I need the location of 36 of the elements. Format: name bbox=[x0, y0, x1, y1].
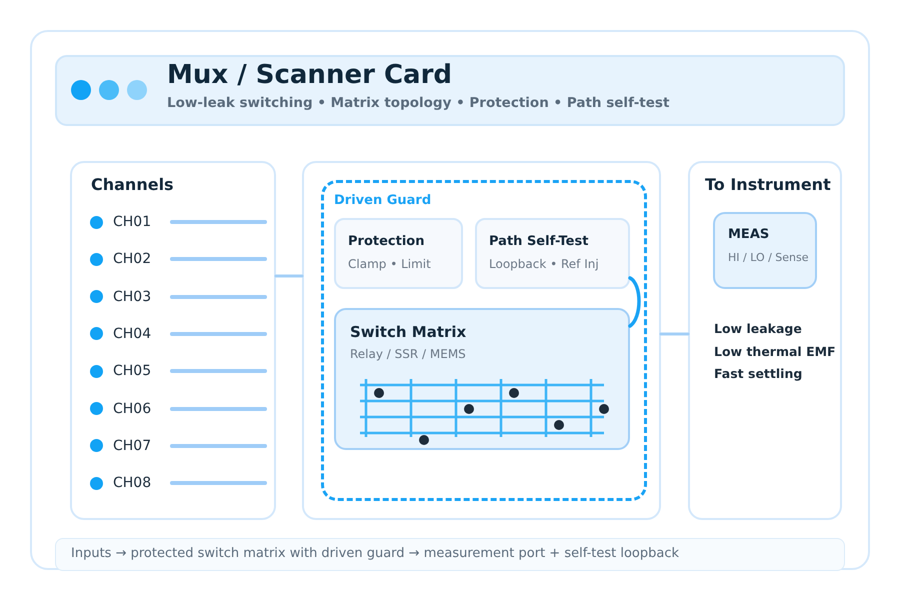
node-subtitle: Loopback • Ref Inj bbox=[489, 256, 599, 271]
info-card bbox=[475, 218, 630, 289]
info-card bbox=[334, 218, 463, 289]
channel-label: CH07 bbox=[113, 438, 152, 454]
channel-label: CH06 bbox=[113, 400, 152, 416]
node-subtitle: Clamp • Limit bbox=[348, 256, 431, 271]
node-subtitle: HI / LO / Sense bbox=[728, 250, 809, 264]
feature-text: Low leakage bbox=[714, 321, 802, 336]
subtitle: Low-leak switching • Matrix topology • Protection • Path self-test bbox=[167, 95, 670, 112]
loopback-arc bbox=[628, 276, 641, 328]
node-title: Channels bbox=[91, 175, 174, 194]
channel-label: CH03 bbox=[113, 288, 152, 305]
node-subtitle: Relay / SSR / MEMS bbox=[350, 347, 466, 362]
feature-text: Fast settling bbox=[714, 366, 802, 381]
channel-label: CH05 bbox=[113, 363, 152, 380]
node-title: Protection bbox=[348, 234, 424, 250]
node-title: Path Self-Test bbox=[489, 234, 588, 250]
node-title: Switch Matrix bbox=[350, 323, 466, 341]
port-card bbox=[713, 212, 817, 289]
channel-label: CH01 bbox=[113, 214, 152, 230]
channel-label: CH04 bbox=[113, 326, 152, 342]
node-title: To Instrument bbox=[705, 175, 831, 194]
input-panel bbox=[70, 161, 276, 520]
connector-line bbox=[274, 274, 304, 278]
switch-matrix-card bbox=[334, 308, 630, 450]
channel-label: CH08 bbox=[113, 475, 152, 492]
title: Mux / Scanner Card bbox=[167, 60, 452, 92]
connector-line bbox=[660, 332, 690, 336]
feature-text: Low thermal EMF bbox=[714, 344, 836, 359]
output-panel bbox=[688, 161, 842, 520]
caption: Inputs → protected switch matrix with driven guard → measurement port + self-test loopback bbox=[71, 546, 680, 562]
node-title: MEAS bbox=[728, 227, 770, 243]
module-panel bbox=[302, 161, 661, 520]
node-title: Driven Guard bbox=[334, 193, 432, 209]
channel-label: CH02 bbox=[113, 251, 152, 268]
guard-boundary bbox=[321, 180, 647, 501]
